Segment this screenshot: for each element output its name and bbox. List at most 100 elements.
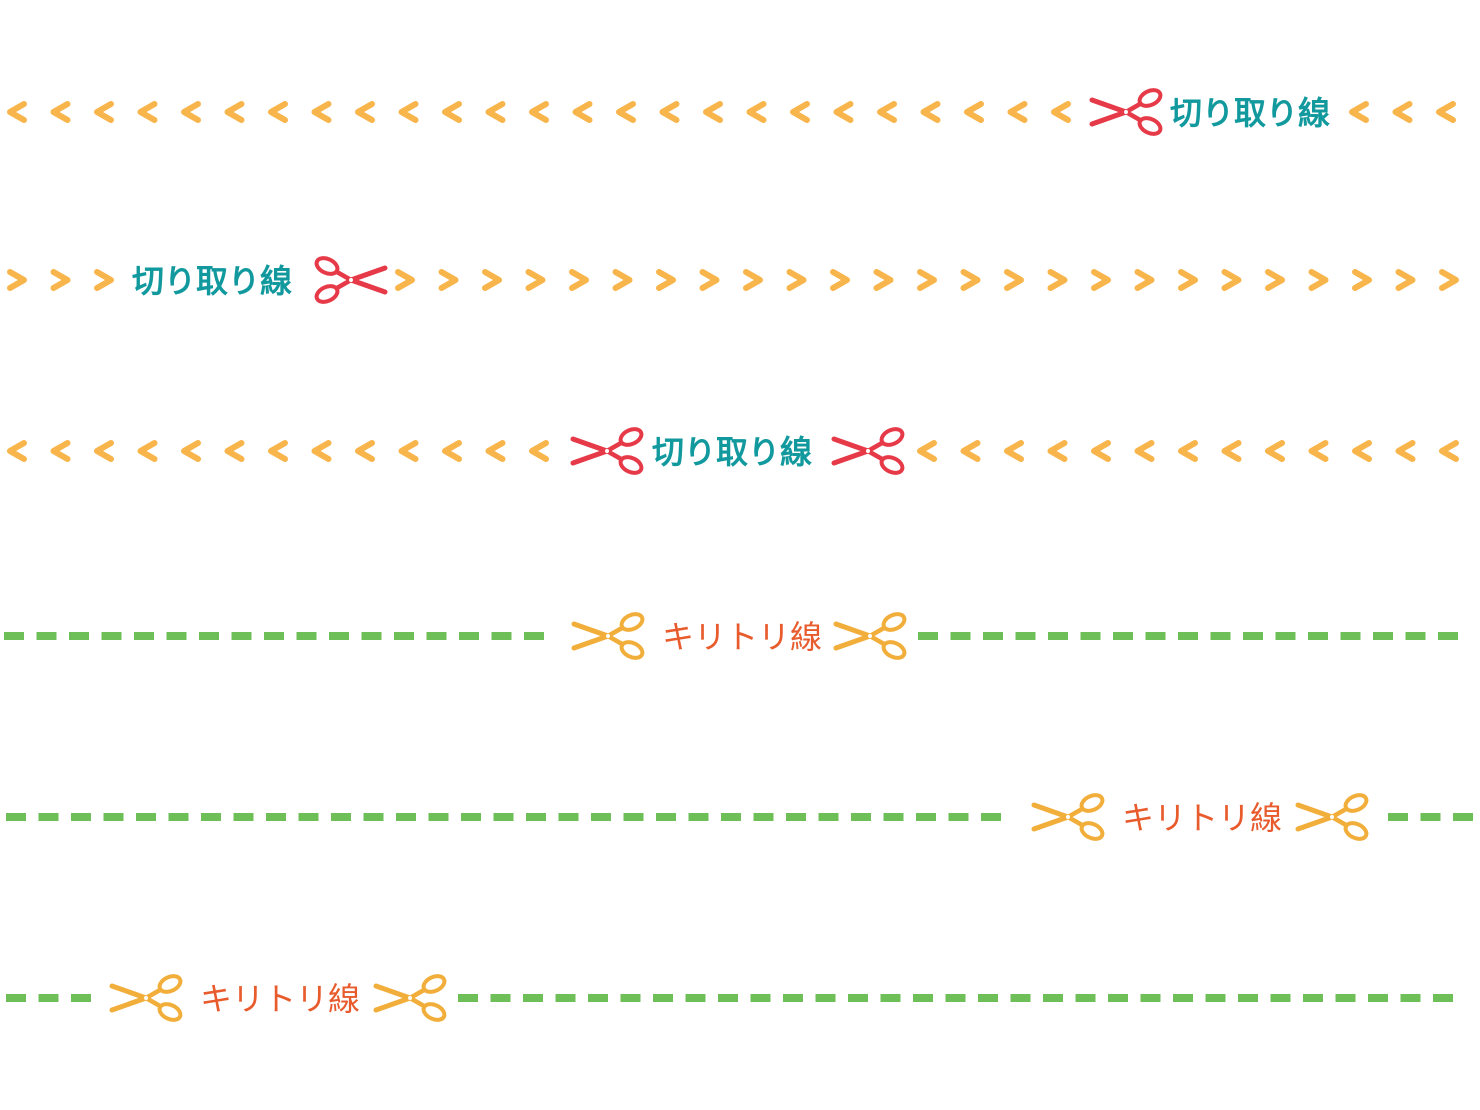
dash-segment <box>1178 632 1198 640</box>
chevron-row-right-b <box>395 269 1459 291</box>
dash-segment <box>1275 632 1296 640</box>
cut-line-6: キリトリ線 <box>6 973 1453 1023</box>
dash-segment <box>1145 632 1166 640</box>
scissors-shape <box>574 611 645 661</box>
chevron-row-left-b <box>1349 101 1456 123</box>
scissors-shape <box>1092 87 1163 137</box>
dash-segment <box>983 632 1003 640</box>
chevron-left-icon <box>1134 440 1155 462</box>
dash-segment <box>1048 632 1068 640</box>
dash-segment <box>103 813 124 821</box>
chevron-left-icon <box>1349 101 1369 123</box>
dash-segment <box>950 632 971 640</box>
chevron-left-icon <box>181 101 201 123</box>
chevron-row-left-b <box>917 440 1459 462</box>
dash-segment <box>883 813 904 821</box>
chevron-left-icon <box>1004 440 1024 462</box>
dash-segment <box>1308 632 1328 640</box>
scissors-icon <box>376 973 447 1023</box>
dash-segment <box>166 632 187 640</box>
scissors-shape <box>376 973 447 1023</box>
dash-segment <box>656 813 676 821</box>
dash-segment <box>1270 994 1291 1002</box>
chevron-row-left-a <box>7 101 1071 123</box>
dashed-line-b <box>458 994 1453 1002</box>
dash-segment <box>1335 994 1356 1002</box>
chevron-left-icon <box>137 440 158 462</box>
chevron-left-icon <box>7 440 27 462</box>
dash-segment <box>1368 994 1388 1002</box>
dash-segment <box>1243 632 1263 640</box>
dash-segment <box>1405 632 1426 640</box>
chevron-right-icon <box>1352 269 1372 291</box>
chevron-right-icon <box>94 269 114 291</box>
dash-segment <box>848 994 868 1002</box>
cut-line-label: 切り取り線 <box>652 433 812 471</box>
dash-segment <box>916 813 936 821</box>
dash-segment <box>1080 632 1101 640</box>
scissors-icon <box>836 611 907 661</box>
cut-line-label: 切り取り線 <box>132 262 292 300</box>
chevron-left-icon <box>442 440 462 462</box>
dash-segment <box>36 632 57 640</box>
dash-segment <box>1303 994 1323 1002</box>
dash-segment <box>1238 994 1258 1002</box>
chevron-left-icon <box>268 101 288 123</box>
chevron-right-icon <box>1134 269 1155 291</box>
dash-segment <box>396 813 416 821</box>
dash-segment <box>461 813 481 821</box>
cut-line-3: 切り取り線 <box>7 426 1459 476</box>
chevron-right-icon <box>1308 269 1329 291</box>
chevron-right-icon <box>612 269 633 291</box>
dash-segment <box>458 994 478 1002</box>
dash-segment <box>331 813 351 821</box>
chevron-right-icon <box>917 269 937 291</box>
chevron-left-icon <box>355 440 375 462</box>
cut-line-2: 切り取り線 <box>7 255 1459 305</box>
dash-segment <box>753 813 774 821</box>
chevron-left-icon <box>746 101 767 123</box>
chevron-left-icon <box>355 101 375 123</box>
scissors-icon <box>112 973 183 1023</box>
chevron-left-icon <box>703 101 723 123</box>
cut-line-label: キリトリ線 <box>200 980 360 1018</box>
chevron-right-icon <box>1178 269 1198 291</box>
dash-segment <box>948 813 969 821</box>
chevron-left-icon <box>1395 440 1416 462</box>
chevron-left-icon <box>790 101 810 123</box>
cut-line-4: キリトリ線 <box>4 611 1458 661</box>
cut-line-label: キリトリ線 <box>662 618 822 656</box>
cut-line-1: 切り取り線 <box>7 87 1456 137</box>
chevron-left-icon <box>1265 440 1285 462</box>
scissors-shape <box>1034 792 1105 842</box>
chevron-left-icon <box>311 440 332 462</box>
chevron-left-icon <box>94 440 114 462</box>
dash-segment <box>623 813 644 821</box>
chevron-left-icon <box>1178 440 1198 462</box>
chevron-left-icon <box>224 101 245 123</box>
chevron-left-icon <box>181 440 201 462</box>
dash-segment <box>71 994 91 1002</box>
chevron-row-left-a <box>7 440 549 462</box>
dash-segment <box>491 632 512 640</box>
scissors-shape <box>573 426 644 476</box>
dash-segment <box>1113 632 1133 640</box>
cut-line-label: キリトリ線 <box>1122 799 1282 837</box>
dash-segment <box>298 813 319 821</box>
scissors-shape <box>1298 792 1369 842</box>
chevron-left-icon <box>1007 101 1028 123</box>
chevron-left-icon <box>398 440 419 462</box>
dashed-line-b <box>918 632 1458 640</box>
dashed-line-a <box>6 994 91 1002</box>
scissors-icon <box>1298 792 1369 842</box>
dash-segment <box>555 994 576 1002</box>
chevron-left-icon <box>1439 440 1459 462</box>
dash-segment <box>523 994 543 1002</box>
dash-segment <box>394 632 414 640</box>
dash-segment <box>201 813 221 821</box>
dash-segment <box>945 994 966 1002</box>
chevron-right-icon <box>482 269 502 291</box>
dash-segment <box>4 632 24 640</box>
dash-segment <box>718 994 738 1002</box>
